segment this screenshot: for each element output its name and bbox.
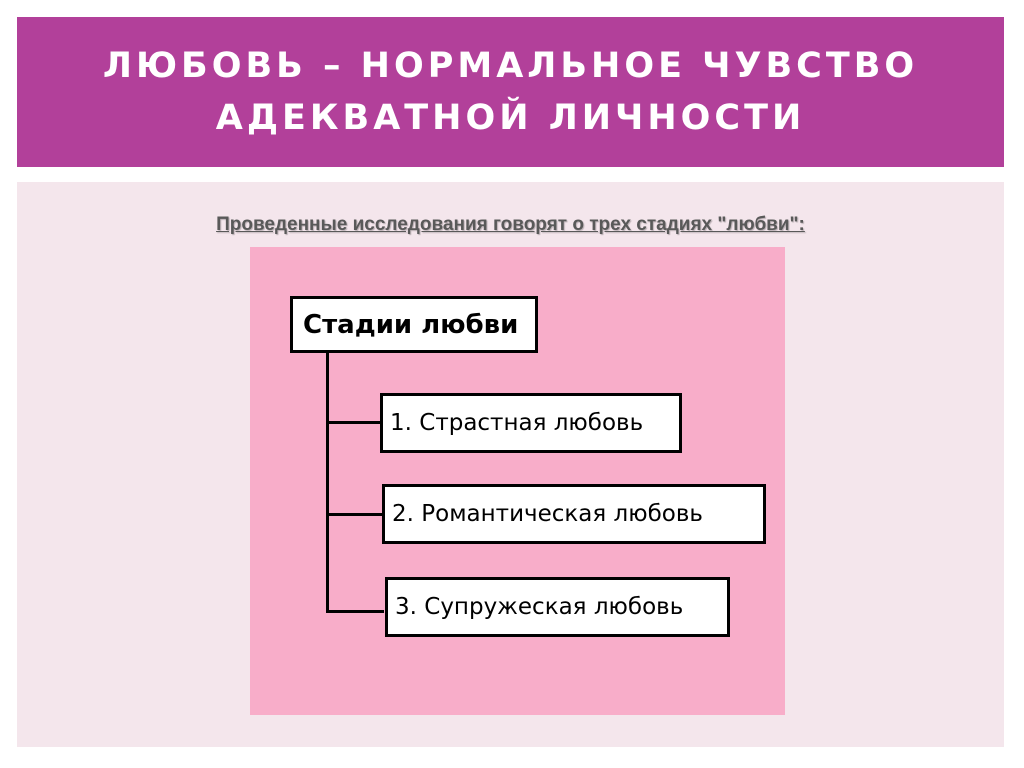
- diagram-connector-stage-3: [326, 610, 384, 613]
- diagram-connector-stage-2: [326, 513, 384, 516]
- diagram-root-box: Стадии любви: [290, 296, 538, 353]
- stage-box-3: 3. Супружеская любовь: [385, 577, 730, 637]
- diagram-connector-stage-1: [326, 421, 384, 424]
- stage-label-1: 1. Страстная любовь: [390, 410, 644, 436]
- slide-title-line-1: ЛЮБОВЬ – НОРМАЛЬНОЕ ЧУВСТВО: [102, 46, 919, 86]
- stage-box-2: 2. Романтическая любовь: [382, 484, 766, 544]
- slide-title-line-2: АДЕКВАТНОЙ ЛИЧНОСТИ: [215, 98, 806, 138]
- stage-box-1: 1. Страстная любовь: [380, 393, 682, 453]
- diagram-connector-vertical: [326, 353, 329, 612]
- title-banner: ЛЮБОВЬ – НОРМАЛЬНОЕ ЧУВСТВО АДЕКВАТНОЙ Л…: [17, 17, 1004, 167]
- diagram-root-label: Стадии любви: [303, 309, 519, 340]
- stages-diagram: Стадии любви 1. Страстная любовь 2. Рома…: [250, 247, 785, 715]
- content-panel: Проведенные исследования говорят о трех …: [17, 182, 1004, 747]
- stage-label-3: 3. Супружеская любовь: [395, 594, 684, 620]
- stage-label-2: 2. Романтическая любовь: [392, 501, 703, 527]
- slide-subtitle: Проведенные исследования говорят о трех …: [216, 214, 805, 235]
